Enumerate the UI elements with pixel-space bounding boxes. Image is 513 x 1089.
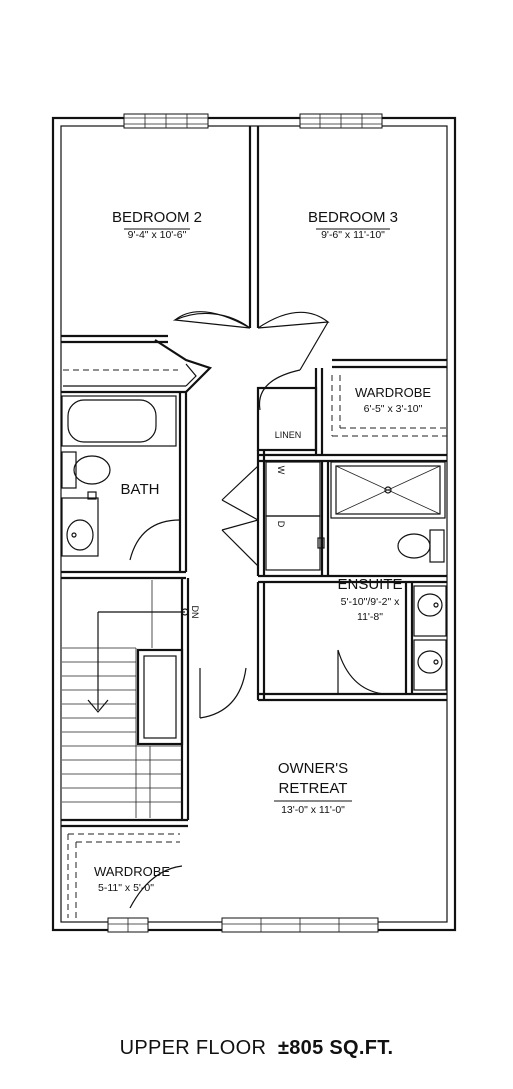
linen-label: LINEN: [275, 430, 302, 440]
label-wardrobe-lower: WARDROBE 5-11" x 5'-0": [94, 864, 170, 894]
ensuite-dimensions-line2: 11'-8": [357, 611, 383, 623]
floor-plan: BEDROOM 2 9'-4" x 10'-6" BEDROOM 3 9'-6"…: [51, 113, 457, 933]
wardrobe-upper-name: WARDROBE: [355, 385, 431, 400]
window-bottom-right: [221, 917, 379, 933]
bedroom-2-dimensions: 9'-4" x 10'-6": [128, 229, 187, 241]
ensuite-sink-upper: [413, 585, 447, 637]
stair-treads: [62, 580, 182, 818]
window-top-left: [123, 113, 209, 129]
ensuite-sink-lower: [413, 639, 447, 691]
wardrobe-lower-name: WARDROBE: [94, 864, 170, 879]
window-top-right: [299, 113, 383, 129]
shower: [330, 461, 446, 519]
bath-label: BATH: [121, 481, 160, 498]
ensuite-dimensions-line1: 5'-10"/9'-2" x: [341, 596, 400, 608]
owners-retreat-dimensions: 13'-0" x 11'-0": [281, 804, 345, 816]
label-bedroom-3: BEDROOM 3 9'-6" x 11'-10": [308, 209, 398, 241]
bath-toilet: [61, 451, 111, 489]
owners-retreat-name-line2: RETREAT: [279, 780, 348, 797]
washer-label: W: [276, 466, 286, 475]
bedroom-2-name: BEDROOM 2: [112, 209, 202, 226]
wardrobe-lower-dimensions: 5-11" x 5'-0": [98, 882, 154, 894]
bath-sink: [61, 491, 99, 557]
window-bottom-left: [107, 917, 149, 933]
stair-rail: [136, 648, 184, 746]
label-wardrobe-upper: WARDROBE 6'-5" x 3'-10": [355, 385, 431, 415]
caption-floor-name: UPPER FLOOR: [119, 1037, 267, 1059]
stairs-direction: DN: [190, 606, 200, 619]
caption-area: ±805 SQ.FT.: [277, 1037, 394, 1059]
bathtub: [61, 395, 177, 447]
stair-arrow: [87, 608, 189, 713]
washer: [265, 461, 321, 517]
ensuite-name: ENSUITE: [337, 576, 402, 593]
label-bedroom-2: BEDROOM 2 9'-4" x 10'-6": [112, 209, 202, 241]
interior-walls: [61, 126, 447, 918]
doors: [129, 311, 385, 909]
bedroom-3-name: BEDROOM 3: [308, 209, 398, 226]
dryer: [265, 515, 325, 571]
exterior-walls: [51, 116, 457, 932]
wardrobe-upper-dimensions: 6'-5" x 3'-10": [364, 403, 423, 415]
dryer-label: D: [276, 521, 286, 528]
owners-retreat-name-line1: OWNER'S: [278, 760, 348, 777]
bedroom-3-dimensions: 9'-6" x 11'-10": [321, 229, 385, 241]
label-ensuite: ENSUITE 5'-10"/9'-2" x 11'-8": [337, 576, 402, 623]
floor-caption: UPPER FLOOR ±805 SQ.FT.: [0, 1037, 513, 1060]
label-owners-retreat: OWNER'S RETREAT 13'-0" x 11'-0": [274, 760, 352, 816]
ensuite-toilet: [397, 529, 445, 563]
